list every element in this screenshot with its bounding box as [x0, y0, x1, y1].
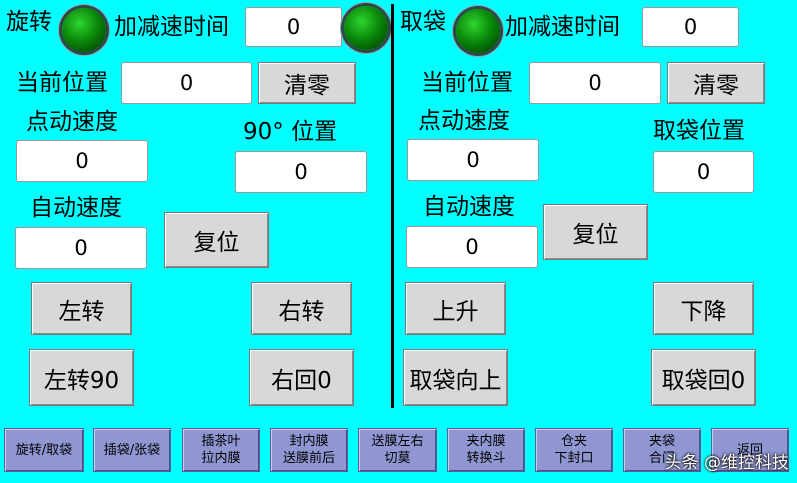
nav-line: 夹袋	[648, 434, 675, 449]
rotate-left-button[interactable]: 左转	[31, 282, 132, 335]
right-accel-field[interactable]: 0	[642, 7, 739, 47]
panel-divider	[391, 4, 394, 408]
nav-bin-clamp-button[interactable]: 仓夹下封口	[535, 428, 613, 472]
nav-rotate-take-button[interactable]: 旋转/取袋	[4, 428, 84, 472]
left-pos-label: 当前位置	[16, 70, 108, 96]
nav-line: 拉内膜	[201, 451, 241, 466]
nav-line: 旋转/取袋	[15, 442, 73, 458]
left-reset-button[interactable]: 复位	[164, 212, 269, 268]
lower-down-button[interactable]: 下降	[653, 282, 754, 335]
nav-line: 切莫	[384, 451, 411, 466]
nav-line: 下封口	[554, 451, 594, 466]
left-auto-field[interactable]: 0	[15, 227, 147, 269]
nav-return-button[interactable]: 返回	[711, 428, 789, 472]
nav-line: 送膜左右	[371, 434, 424, 449]
left-90-label: 90° 位置	[243, 119, 338, 145]
left-90-field[interactable]: 0	[235, 151, 367, 193]
nav-seal-film-button[interactable]: 封内膜送膜前后	[270, 428, 348, 472]
nav-line: 夹内膜	[466, 434, 506, 449]
right-status-lamp-icon	[456, 9, 500, 53]
right-jog-field[interactable]: 0	[407, 139, 539, 181]
watermark: 头条 @维控科技	[664, 453, 789, 473]
left-clear-button[interactable]: 清零	[258, 62, 356, 104]
nav-line: 封内膜	[289, 434, 329, 449]
rotate-right-zero-button[interactable]: 右回0	[249, 349, 354, 406]
left-title: 旋转	[6, 9, 52, 35]
right-clear-button[interactable]: 清零	[667, 62, 765, 104]
nav-insert-tea-button[interactable]: 插茶叶拉内膜	[182, 428, 260, 472]
right-accel-label: 加减速时间	[505, 14, 620, 40]
nav-insert-open-bag-button[interactable]: 插袋/张袋	[93, 428, 171, 472]
right-take-field[interactable]: 0	[653, 151, 754, 193]
nav-line: 合门	[648, 451, 675, 466]
nav-line: 转换斗	[466, 451, 506, 466]
left-accel-field[interactable]: 0	[245, 7, 342, 47]
left-jog-label: 点动速度	[26, 109, 118, 135]
right-reset-button[interactable]: 复位	[543, 204, 648, 260]
lift-up-button[interactable]: 上升	[405, 282, 506, 335]
nav-line: 返回	[736, 442, 763, 458]
rotate-right-button[interactable]: 右转	[251, 282, 352, 335]
nav-line: 仓夹	[560, 434, 587, 449]
right-pos-field[interactable]: 0	[529, 62, 661, 104]
take-bag-zero-button[interactable]: 取袋回0	[651, 349, 756, 406]
nav-line: 插袋/张袋	[103, 442, 161, 458]
nav-line: 插茶叶	[201, 434, 241, 449]
right-auto-field[interactable]: 0	[406, 226, 538, 268]
right-jog-label: 点动速度	[418, 108, 510, 134]
left-status-lamp-icon	[62, 8, 106, 52]
right-pos-label: 当前位置	[421, 70, 513, 96]
left-jog-field[interactable]: 0	[16, 140, 148, 182]
nav-feed-film-button[interactable]: 送膜左右切莫	[358, 428, 437, 472]
left-pos-field[interactable]: 0	[121, 62, 252, 104]
nav-line: 送膜前后	[282, 451, 335, 466]
rotate-left-90-button[interactable]: 左转90	[29, 349, 134, 406]
right-take-label: 取袋位置	[653, 118, 745, 144]
left-accel-label: 加减速时间	[114, 14, 229, 40]
right-title: 取袋	[400, 9, 446, 35]
take-bag-up-button[interactable]: 取袋向上	[403, 349, 508, 406]
nav-clamp-bag-button[interactable]: 夹袋合门	[623, 428, 701, 472]
nav-clamp-film-button[interactable]: 夹内膜转换斗	[447, 428, 525, 472]
left-status-lamp-2-icon	[344, 6, 388, 50]
left-auto-label: 自动速度	[30, 195, 122, 221]
right-auto-label: 自动速度	[423, 194, 515, 220]
